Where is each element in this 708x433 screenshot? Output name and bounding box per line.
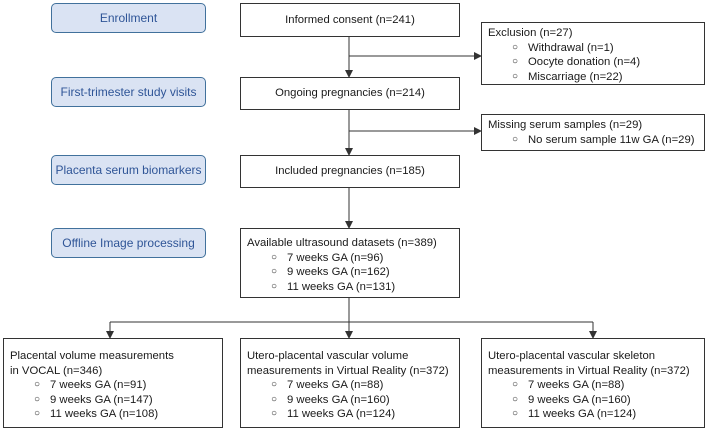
informed-consent-label: Informed consent (n=241) [285, 13, 415, 26]
list-item: Oocyte donation (n=4) [512, 55, 698, 70]
outcome-list: 7 weeks GA (n=88) 9 weeks GA (n=160) 11 … [247, 378, 453, 422]
exclusion-title: Exclusion (n=27) [488, 27, 573, 39]
exclusion-list: Withdrawal (n=1) Oocyte donation (n=4) M… [488, 41, 698, 85]
list-item: 9 weeks GA (n=147) [34, 393, 216, 408]
outcome-list: 7 weeks GA (n=88) 9 weeks GA (n=160) 11 … [488, 378, 698, 422]
list-item: 9 weeks GA (n=160) [512, 393, 698, 408]
outcome-vascular-volume-box: Utero-placental vascular volume measurem… [240, 338, 460, 428]
stage-enrollment: Enrollment [51, 3, 206, 33]
list-item: 11 weeks GA (n=131) [271, 280, 453, 295]
list-item: 9 weeks GA (n=162) [271, 265, 453, 280]
list-item: 11 weeks GA (n=124) [271, 407, 453, 422]
outcome-title-line1: Utero-placental vascular volume [247, 350, 409, 362]
list-item: 7 weeks GA (n=96) [271, 251, 453, 266]
list-item: Miscarriage (n=22) [512, 70, 698, 85]
list-item: 7 weeks GA (n=88) [512, 378, 698, 393]
outcome-title-line1: Utero-placental vascular skeleton [488, 350, 656, 362]
stage-placenta-serum-label: Placenta serum biomarkers [55, 163, 202, 177]
list-item: 7 weeks GA (n=88) [271, 378, 453, 393]
outcome-title-line2: measurements in Virtual Reality (n=372) [247, 364, 449, 377]
available-datasets-list: 7 weeks GA (n=96) 9 weeks GA (n=162) 11 … [247, 251, 453, 295]
list-item: 11 weeks GA (n=124) [512, 407, 698, 422]
available-datasets-box: Available ultrasound datasets (n=389) 7 … [240, 228, 460, 298]
list-item: 11 weeks GA (n=108) [34, 407, 216, 422]
outcome-vascular-skeleton-box: Utero-placental vascular skeleton measur… [481, 338, 705, 428]
ongoing-pregnancies-box: Ongoing pregnancies (n=214) [240, 77, 460, 110]
available-datasets-title: Available ultrasound datasets (n=389) [247, 237, 437, 249]
outcome-list: 7 weeks GA (n=91) 9 weeks GA (n=147) 11 … [10, 378, 216, 422]
stage-offline-image: Offline Image processing [51, 228, 206, 258]
missing-serum-title: Missing serum samples (n=29) [488, 119, 643, 131]
outcome-placental-volume-box: Placental volume measurements in VOCAL (… [3, 338, 223, 428]
list-item: No serum sample 11w GA (n=29) [512, 133, 698, 148]
outcome-title-line1: Placental volume measurements [10, 350, 174, 362]
list-item: Withdrawal (n=1) [512, 41, 698, 56]
outcome-title-line2: measurements in Virtual Reality (n=372) [488, 364, 690, 377]
list-item: 9 weeks GA (n=160) [271, 393, 453, 408]
stage-offline-image-label: Offline Image processing [62, 236, 195, 250]
missing-serum-list: No serum sample 11w GA (n=29) [488, 133, 698, 148]
included-pregnancies-label: Included pregnancies (n=185) [275, 165, 425, 178]
outcome-title-line2: in VOCAL (n=346) [10, 364, 103, 377]
ongoing-pregnancies-label: Ongoing pregnancies (n=214) [275, 87, 425, 100]
exclusion-box: Exclusion (n=27) Withdrawal (n=1) Oocyte… [481, 22, 705, 85]
stage-enrollment-label: Enrollment [99, 11, 158, 25]
list-item: 7 weeks GA (n=91) [34, 378, 216, 393]
stage-first-trimester-label: First-trimester study visits [60, 85, 197, 99]
stage-placenta-serum: Placenta serum biomarkers [51, 155, 206, 185]
informed-consent-box: Informed consent (n=241) [240, 3, 460, 37]
included-pregnancies-box: Included pregnancies (n=185) [240, 155, 460, 188]
missing-serum-box: Missing serum samples (n=29) No serum sa… [481, 114, 705, 151]
stage-first-trimester: First-trimester study visits [51, 77, 206, 107]
